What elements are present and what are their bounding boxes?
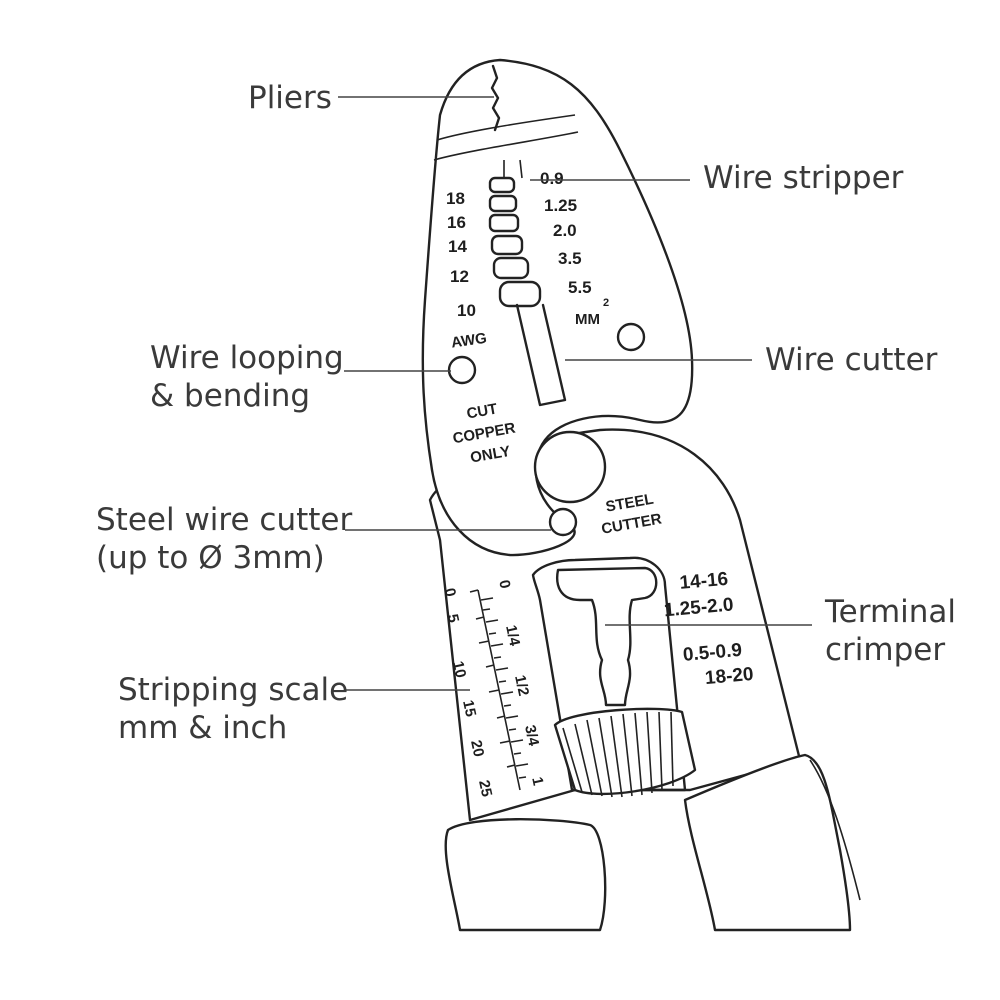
- label-wire-cutter: Wire cutter: [765, 342, 938, 378]
- label-wire-looping: & bending: [150, 378, 310, 414]
- handle-edge-line: [809, 759, 861, 901]
- engraved-scale-inch: 0 1/4 1/2 3/4 1: [495, 578, 546, 787]
- awg-size: 18: [446, 189, 465, 208]
- crimp-serrations: [553, 707, 697, 796]
- scale-inch-number: 1/4: [502, 624, 523, 649]
- left-handle-grip: [444, 818, 607, 932]
- scale-inch-number: 3/4: [521, 724, 542, 749]
- label-steel-wire-cutter: (up to Ø 3mm): [96, 540, 325, 576]
- awg-size: 16: [447, 213, 466, 232]
- engraved-scale-mm: 0 5 10 15 20 25: [441, 586, 495, 798]
- mm2-size: 2.0: [553, 221, 577, 240]
- label-stripping-scale: Stripping scale: [118, 672, 348, 708]
- mm2-label: MM: [575, 311, 600, 328]
- engraved-mm2-scale: 0.9 1.25 2.0 3.5 5.5 MM 2: [540, 169, 609, 328]
- label-wire-looping: Wire looping: [150, 340, 344, 376]
- wire-looping-hole: [447, 355, 477, 385]
- scale-inch-number: 0: [495, 578, 513, 590]
- steel-cutter-hole: [548, 507, 578, 537]
- crimp-size: 14-16: [679, 569, 729, 594]
- wire-cutter-slot: [515, 303, 567, 407]
- mm2-superscript: 2: [603, 297, 609, 309]
- scale-mm-number: 25: [475, 779, 495, 799]
- scale-inch-number: 1/2: [511, 674, 532, 698]
- crimper-window: [531, 556, 687, 792]
- serration-teeth: [562, 711, 674, 798]
- crimp-die: [556, 566, 658, 707]
- scale-mm-number: 15: [459, 699, 479, 719]
- awg-label: AWG: [450, 330, 488, 352]
- label-terminal-crimper: crimper: [825, 632, 945, 668]
- pliers-serration: [490, 64, 501, 132]
- awg-size: 12: [450, 267, 469, 286]
- awg-size: 10: [457, 301, 476, 320]
- stripping-scale-ruler: [469, 589, 529, 791]
- label-wire-stripper: Wire stripper: [703, 160, 904, 196]
- right-handle-grip: [683, 753, 852, 932]
- pivot-hole: [533, 430, 607, 504]
- label-stripping-scale: mm & inch: [118, 710, 287, 746]
- scale-mm-number: 20: [467, 739, 487, 759]
- mm2-size: 1.25: [544, 196, 577, 215]
- mm2-size: 3.5: [558, 249, 582, 268]
- scale-mm-number: 10: [449, 660, 469, 680]
- crimp-size: 18-20: [704, 664, 754, 689]
- mm2-size: 5.5: [568, 278, 592, 297]
- scale-inch-number: 1: [528, 775, 546, 787]
- label-terminal-crimper: Terminal: [824, 594, 956, 630]
- jaw-tip-line: [436, 114, 576, 141]
- crimp-size: 0.5-0.9: [682, 640, 743, 666]
- cut-copper-text: CUT: [465, 400, 498, 422]
- scale-mm-number: 0: [441, 586, 459, 598]
- jaw-tip-line-2: [433, 131, 579, 161]
- upper-rivet-hole: [616, 322, 646, 352]
- callout-labels: Pliers Wire stripper Wire cutter Wire lo…: [96, 80, 956, 746]
- label-pliers: Pliers: [248, 80, 332, 116]
- engraved-awg-scale: 18 16 14 12 10 AWG: [446, 189, 488, 352]
- awg-size: 14: [448, 237, 467, 256]
- scale-mm-number: 5: [444, 612, 462, 624]
- label-steel-wire-cutter: Steel wire cutter: [96, 502, 352, 538]
- stripping-notches: [488, 159, 542, 308]
- cut-copper-text: ONLY: [469, 443, 512, 467]
- leader-lines: [338, 96, 812, 691]
- mm2-size: 0.9: [540, 169, 564, 188]
